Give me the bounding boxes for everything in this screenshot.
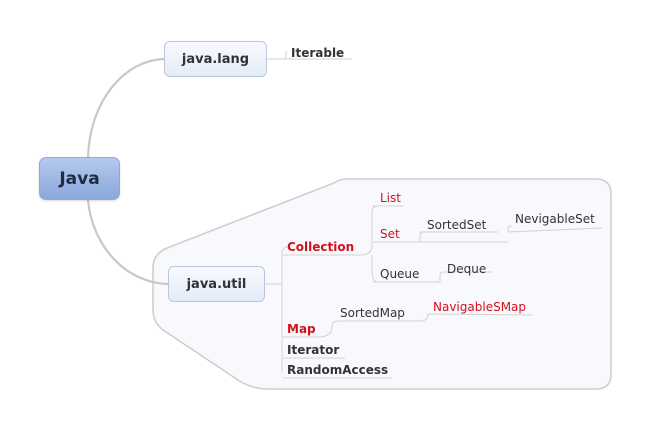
topic-iterable[interactable]: Iterable	[291, 46, 345, 60]
connector-lang-iterable	[267, 51, 287, 60]
connector-map-sortedmap	[317, 320, 420, 338]
topic-randomaccess[interactable]: RandomAccess	[287, 363, 389, 377]
connector-queue-deque	[439, 271, 492, 282]
branch-node-java-util[interactable]: java.util	[168, 266, 265, 302]
topic-collection[interactable]: Collection	[287, 240, 355, 254]
branch-node-label: java.lang	[181, 51, 250, 67]
topic-deque[interactable]: Deque	[447, 262, 487, 276]
topic-queue[interactable]: Queue	[380, 267, 420, 281]
branch-node-label: java.util	[186, 276, 247, 292]
topic-sortedmap[interactable]: SortedMap	[340, 306, 405, 320]
connector-root-lang	[86, 57, 166, 159]
root-node-label: Java	[59, 168, 100, 189]
connector-root-util	[86, 198, 170, 286]
connector-sortedmap-navmap	[419, 313, 533, 322]
topic-nevigableset[interactable]: NevigableSet	[515, 212, 595, 226]
topic-sortedset[interactable]: SortedSet	[427, 218, 487, 232]
topic-map[interactable]: Map	[287, 322, 316, 336]
root-node-java[interactable]: Java	[39, 157, 120, 200]
topic-set[interactable]: Set	[380, 227, 400, 241]
spine-util-children	[281, 246, 288, 372]
connector-sortedset-navset	[507, 225, 603, 233]
branch-node-java-lang[interactable]: java.lang	[164, 41, 267, 77]
topic-list[interactable]: List	[380, 191, 401, 205]
topic-navigablesmap[interactable]: NavigableSMap	[433, 300, 527, 314]
underline-sortedset	[420, 231, 508, 243]
topic-iterator[interactable]: Iterator	[287, 343, 340, 357]
